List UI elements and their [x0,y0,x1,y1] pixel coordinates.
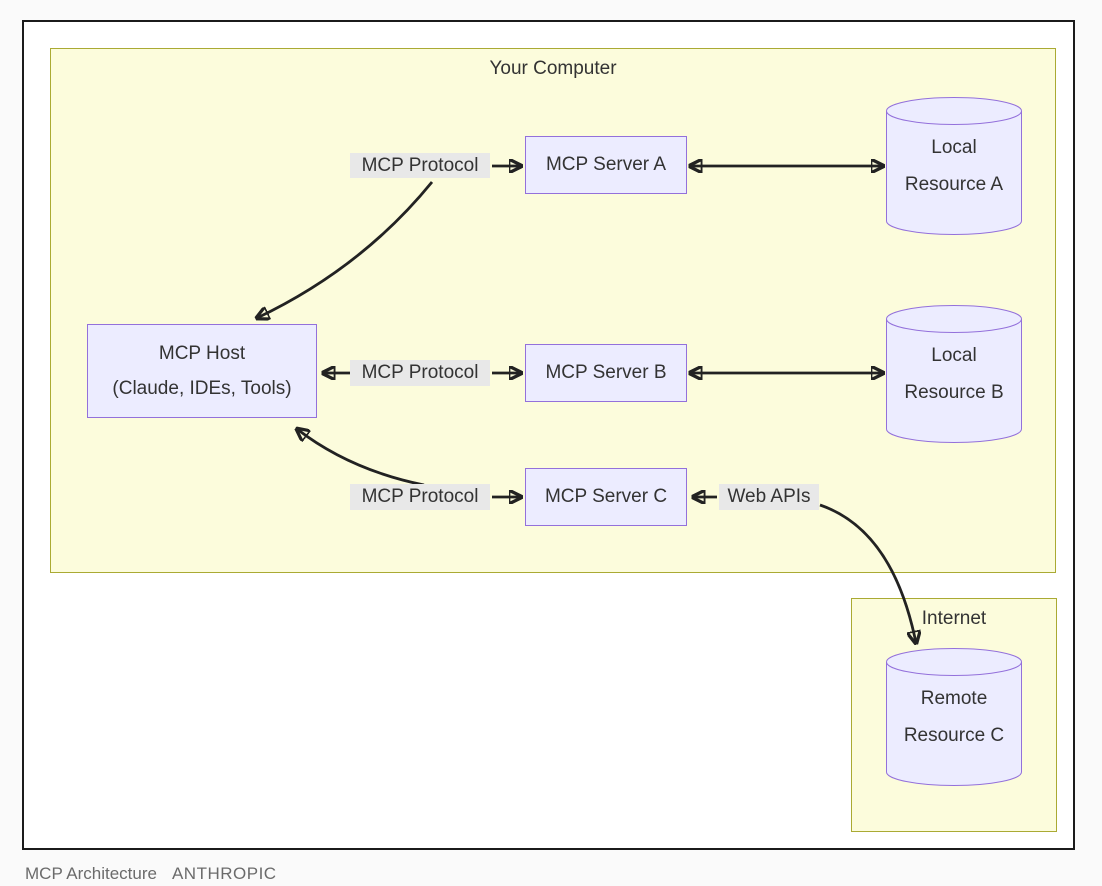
node-mcp-host-line2: (Claude, IDEs, Tools) [112,378,292,399]
node-mcp-host: MCP Host (Claude, IDEs, Tools) [87,324,317,418]
node-remote-resource-c-line2: Resource C [903,725,1005,746]
node-mcp-server-b-label: MCP Server B [545,362,667,383]
edge-label-mcp-protocol-a: MCP Protocol [350,153,490,178]
node-mcp-server-b: MCP Server B [525,344,687,402]
cylinder-icon [886,648,1022,786]
edge-label-web-apis: Web APIs [719,484,819,510]
caption-brand: ANTHROPIC [171,864,277,883]
cylinder-icon [886,97,1022,235]
node-mcp-server-c-label: MCP Server C [544,486,668,507]
node-mcp-server-a: MCP Server A [525,136,687,194]
caption-title: MCP Architecture [25,864,157,883]
node-mcp-server-a-label: MCP Server A [545,154,667,175]
edge-label-mcp-protocol-b: MCP Protocol [350,360,490,386]
node-mcp-server-c: MCP Server C [525,468,687,526]
node-remote-resource-c-line1: Remote [920,688,988,709]
node-local-resource-a-line2: Resource A [904,174,1004,195]
caption: MCP Architecture ANTHROPIC [25,864,277,884]
cluster-internet-title: Internet [921,608,987,629]
node-mcp-host-line1: MCP Host [158,343,246,364]
node-local-resource-a-line1: Local [931,137,977,158]
node-local-resource-a: Local Resource A [886,97,1022,235]
node-local-resource-b-line2: Resource B [904,382,1004,403]
node-remote-resource-c: Remote Resource C [886,648,1022,786]
node-local-resource-b: Local Resource B [886,305,1022,443]
edge-label-mcp-protocol-c: MCP Protocol [350,484,490,510]
node-local-resource-b-line1: Local [931,345,977,366]
cluster-your-computer-title: Your Computer [489,58,617,79]
cylinder-icon [886,305,1022,443]
